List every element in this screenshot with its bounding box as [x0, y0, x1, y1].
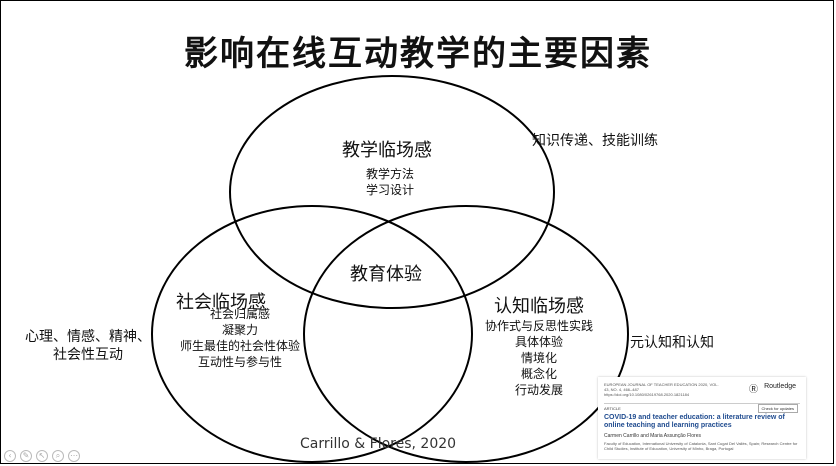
- social-presence-items: 社会归属感 凝聚力 师生最佳的社会性体验 互动性与参与性: [172, 306, 308, 370]
- social-side-note-line: 心理、情感、精神、: [25, 329, 151, 345]
- social-side-note: 心理、情感、精神、 社会性互动: [18, 328, 158, 364]
- prev-icon[interactable]: ‹: [4, 450, 16, 462]
- teaching-presence-items: 教学方法 学习设计: [366, 166, 414, 198]
- social-item: 凝聚力: [221, 323, 258, 337]
- cognitive-presence-items: 协作式与反思性实践 具体体验 情境化 概念化 行动发展: [478, 318, 600, 398]
- teaching-side-note: 知识传递、技能训练: [532, 133, 658, 149]
- social-item: 社会归属感: [209, 307, 270, 321]
- check-updates-badge: Check for updates: [757, 404, 798, 413]
- cognitive-item: 协作式与反思性实践: [484, 319, 593, 333]
- social-item: 师生最佳的社会性体验: [179, 339, 300, 353]
- paper-divider: [604, 403, 800, 404]
- zoom-icon[interactable]: ⌕: [52, 450, 64, 462]
- paper-article-label: ARTICLE: [604, 406, 621, 411]
- slide-title: 影响在线互动教学的主要因素: [184, 34, 652, 74]
- paper-authors: Carmen Carrillo and Maria Assunção Flore…: [604, 433, 701, 439]
- cognitive-item: 概念化: [520, 367, 557, 381]
- cognitive-presence-circle: [303, 205, 629, 463]
- cognitive-item: 行动发展: [514, 383, 563, 397]
- educational-experience-label: 教育体验: [350, 264, 422, 285]
- cognitive-side-note: 元认知和认知: [630, 335, 714, 351]
- teaching-item: 学习设计: [366, 183, 415, 197]
- pen-icon[interactable]: ✎: [20, 450, 32, 462]
- more-icon[interactable]: ⋯: [68, 450, 80, 462]
- paper-thumbnail: EUROPEAN JOURNAL OF TEACHER EDUCATION 20…: [598, 377, 806, 459]
- social-presence-circle: [151, 205, 473, 463]
- routledge-logo-icon: Ⓡ: [748, 384, 758, 394]
- paper-publisher: Routledge: [764, 383, 796, 390]
- paper-affiliations: Faculty of Education, International Univ…: [604, 441, 798, 451]
- teaching-presence-label: 教学临场感: [342, 140, 432, 161]
- cognitive-item: 情境化: [520, 351, 557, 365]
- social-presence-label: 社会临场感: [176, 292, 266, 313]
- social-side-note-line: 社会性互动: [53, 347, 123, 363]
- teaching-item: 教学方法: [366, 167, 415, 181]
- paper-title: COVID-19 and teacher education: a litera…: [604, 414, 785, 429]
- pointer-icon[interactable]: ↖: [36, 450, 48, 462]
- cognitive-presence-label: 认知临场感: [494, 296, 584, 317]
- cognitive-item: 具体体验: [514, 335, 563, 349]
- social-item: 互动性与参与性: [197, 355, 282, 369]
- citation: Carrillo & Flores, 2020: [300, 436, 457, 452]
- paper-journal-info: EUROPEAN JOURNAL OF TEACHER EDUCATION 20…: [604, 382, 719, 397]
- teaching-presence-circle: [229, 75, 555, 309]
